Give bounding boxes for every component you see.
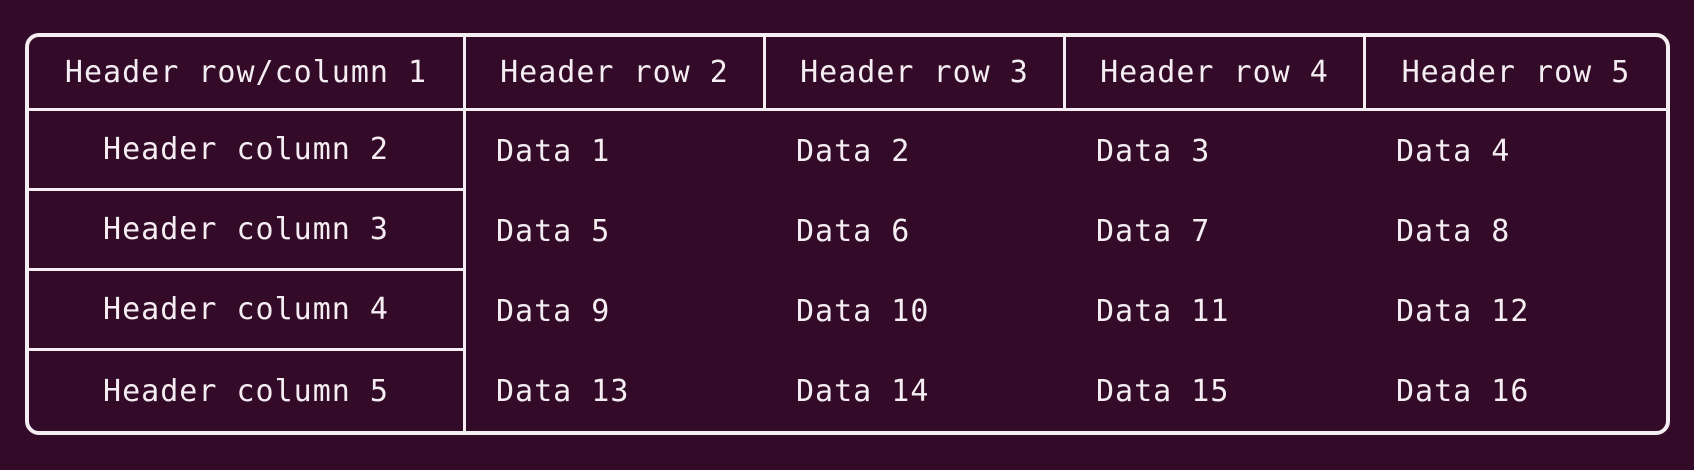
data-cell: Data 7 [1096,213,1211,249]
data-cell: Data 4 [1396,133,1511,169]
table-row: Header column 2 Data 1 Data 2 Data 3 Dat… [29,111,1666,191]
data-cell: Data 6 [796,213,911,249]
column-header-cell: Header row 3 [766,37,1066,111]
data-cell: Data 3 [1096,133,1211,169]
corner-header-cell: Header row/column 1 [29,37,466,111]
column-header-cell: Header row 4 [1066,37,1366,111]
data-cell: Data 5 [496,213,611,249]
data-cell: Data 16 [1396,373,1530,409]
table-header-row: Header row/column 1 Header row 2 Header … [29,37,1666,111]
row-header-cell: Header column 3 [29,191,466,271]
column-header-cell: Header row 5 [1366,37,1666,111]
data-cell: Data 9 [496,293,611,329]
data-cell: Data 15 [1096,373,1230,409]
data-cell: Data 2 [796,133,911,169]
table-row: Header column 5 Data 13 Data 14 Data 15 … [29,351,1666,431]
data-cell: Data 10 [796,293,930,329]
data-cell: Data 12 [1396,293,1530,329]
data-cell: Data 11 [1096,293,1230,329]
table-row: Header column 4 Data 9 Data 10 Data 11 D… [29,271,1666,351]
row-header-cell: Header column 4 [29,271,466,351]
table-row: Header column 3 Data 5 Data 6 Data 7 Dat… [29,191,1666,271]
row-header-cell: Header column 2 [29,111,466,191]
column-header-cell: Header row 2 [466,37,766,111]
data-cell: Data 14 [796,373,930,409]
row-header-cell: Header column 5 [29,351,466,431]
data-cell: Data 8 [1396,213,1511,249]
data-cell: Data 1 [496,133,611,169]
data-table: Header row/column 1 Header row 2 Header … [25,33,1670,435]
data-cell: Data 13 [496,373,630,409]
